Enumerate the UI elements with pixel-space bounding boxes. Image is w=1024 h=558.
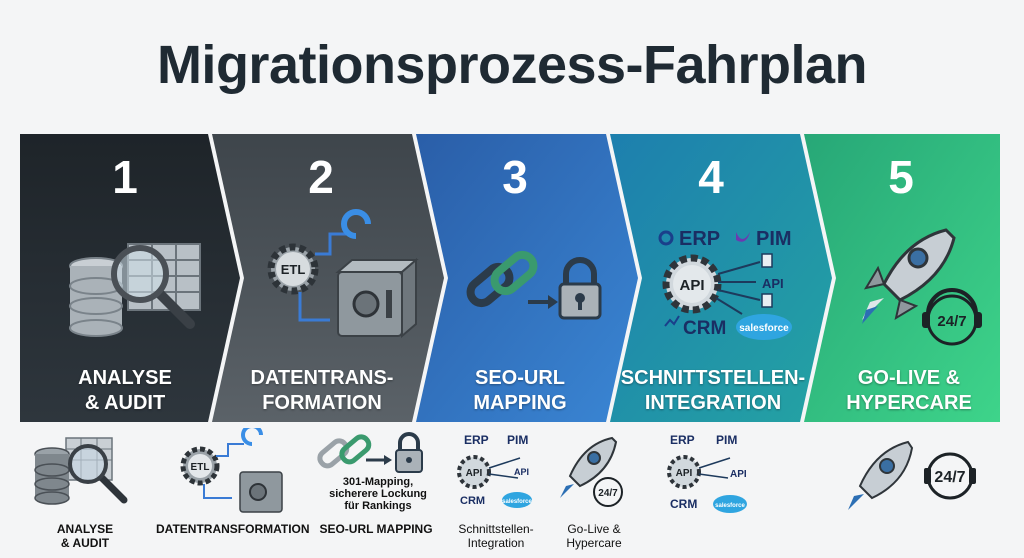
database-search-icon — [69, 243, 201, 337]
safe-icon — [298, 209, 419, 339]
bottom-api-hub-icon: ERP PIM API API CRM salesforce — [457, 433, 533, 508]
step-label-1: ANALYSE& AUDIT — [78, 367, 172, 414]
crm-label: CRM — [683, 318, 726, 339]
bottom-rocket-icon-1: 24/7 — [560, 436, 623, 507]
bottom-pim-label: PIM — [507, 433, 528, 447]
pim-label: PIM — [756, 228, 792, 250]
page-title: Migrationsprozess-Fahrplan — [156, 35, 868, 95]
step-number-3: 3 — [502, 151, 528, 203]
bottom-rocket-icon-2: 24/7 — [848, 440, 976, 510]
bottom-icons: ETL ERP PIM API API CRM salesforce 24/7 … — [34, 428, 976, 513]
rocket-icon — [862, 228, 956, 324]
step-label-5: GO-LIVE &HYPERCARE — [846, 367, 972, 414]
bottom-api-hub-icon-2: ERP PIM API API CRM salesforce — [667, 433, 747, 513]
step-number-2: 2 — [308, 151, 334, 203]
bottom2-api-right-label: API — [730, 469, 747, 480]
erp-label: ERP — [679, 228, 720, 250]
bottom-api-right-label: API — [514, 467, 529, 477]
step-number-4: 4 — [698, 151, 724, 203]
bottom-mapping-note: 301-Mapping, sicherere Lockung für Ranki… — [329, 476, 427, 512]
bottom-api-label: API — [466, 468, 483, 479]
process-banner: ETL ERP PIM API API — [20, 134, 1000, 422]
hypercare-label: 24/7 — [937, 313, 966, 330]
step-number-5: 5 — [888, 151, 914, 203]
bottom-hypercare-label-2: 24/7 — [934, 469, 965, 486]
bottom-chain-lock-icon — [317, 432, 423, 473]
bottom2-api-label: API — [676, 468, 693, 479]
api-center-label: API — [679, 277, 704, 294]
bottom2-pim-label: PIM — [716, 433, 737, 447]
bottom2-erp-label: ERP — [670, 433, 695, 447]
bottom-caption-analyse: ANALYSE& AUDIT — [56, 522, 114, 550]
bottom-caption-datentrans: DATENTRANSFORMATION — [156, 522, 310, 536]
bottom-etl-label: ETL — [191, 462, 210, 473]
bottom-salesforce-label: salesforce — [502, 499, 532, 505]
chain-lock-icon — [466, 250, 602, 320]
bottom2-salesforce-label: salesforce — [715, 503, 745, 509]
salesforce-label: salesforce — [739, 323, 789, 334]
step-arrow-4 — [610, 134, 832, 422]
etl-label: ETL — [281, 262, 306, 277]
step-arrow-2 — [212, 134, 444, 422]
bottom-hypercare-label-1: 24/7 — [598, 488, 618, 499]
api-right-label: API — [762, 276, 784, 291]
bottom-caption-golive: Go-Live &Hypercare — [566, 522, 622, 550]
step-label-2: DATENTRANS-FORMATION — [250, 367, 394, 414]
bottom-crm-label: CRM — [460, 495, 485, 507]
etl-gear-icon: ETL — [267, 243, 319, 295]
bottom-database-search-icon — [34, 437, 128, 505]
bottom-caption-seo-url: SEO-URL MAPPING — [319, 522, 433, 536]
step-number-1: 1 — [112, 151, 138, 203]
bottom-erp-label: ERP — [464, 433, 489, 447]
bottom-caption-schnittstellen: Schnittstellen-Integration — [458, 522, 534, 550]
bottom-etl-safe-icon: ETL — [180, 428, 283, 513]
step-label-4: SCHNITTSTELLEN-INTEGRATION — [620, 367, 806, 414]
bottom2-crm-label: CRM — [670, 497, 697, 511]
api-hub-icon: ERP PIM API API CRM salesforce — [658, 228, 792, 340]
hypercare-headset-icon: 24/7 — [922, 288, 982, 346]
